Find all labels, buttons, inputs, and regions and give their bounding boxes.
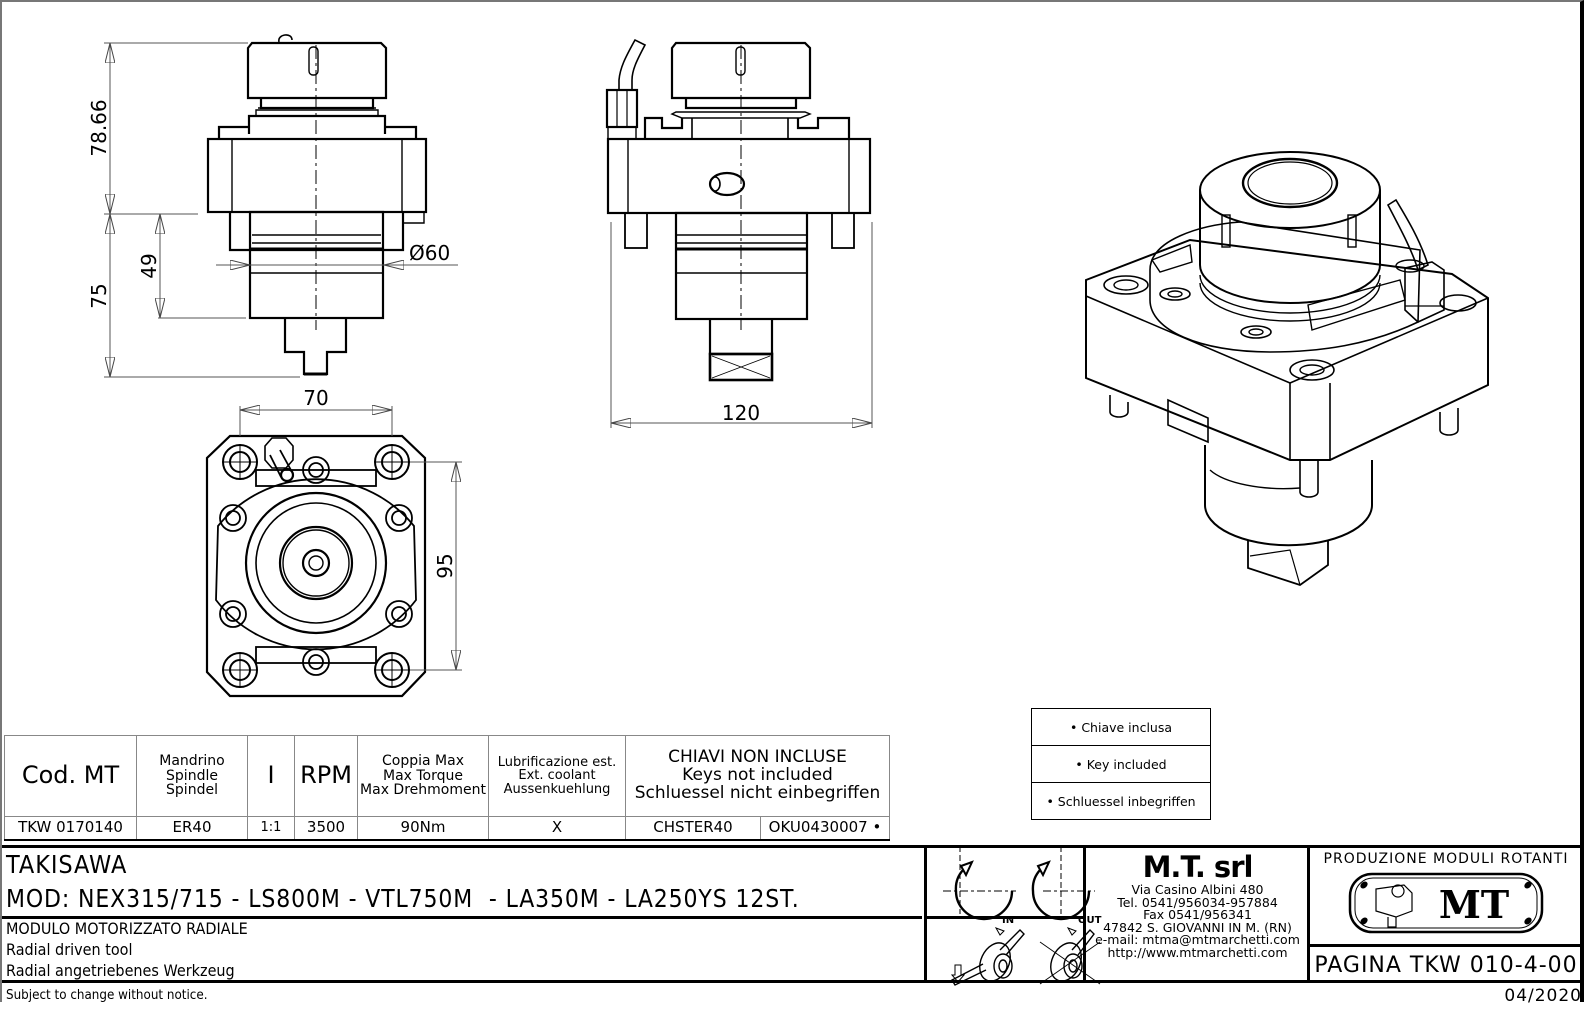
plan-view-centerlines <box>222 444 410 688</box>
front-view-dimensions <box>104 42 458 378</box>
isometric-view <box>1085 151 1489 586</box>
title-block: TAKISAWA MOD: NEX315/715 - LS800M - VTL7… <box>2 845 1582 983</box>
company-tel: Tel. 0541/956034-957884 <box>1117 894 1278 910</box>
dim-diameter: Ø60 <box>409 241 450 265</box>
rotation-out-label: OUT <box>1078 915 1102 926</box>
header-ratio: I <box>247 735 295 817</box>
legend-item: • Key included <box>1032 746 1210 783</box>
cell-spindle: ER40 <box>136 816 248 841</box>
dim-height-plan: 95 <box>433 553 457 578</box>
description-en: Radial driven tool <box>6 940 133 959</box>
tool-icon <box>1375 884 1413 928</box>
cell-rpm: 3500 <box>294 816 358 841</box>
cell-code: TKW 0170140 <box>4 816 137 841</box>
machine-models: MOD: NEX315/715 - LS800M - VTL750M - LA3… <box>6 884 800 913</box>
rotation-in-icon <box>943 846 1016 921</box>
header-keys: CHIAVI NON INCLUSE Keys not included Sch… <box>625 735 890 817</box>
page-code: PAGINA TKW 010-4-00 <box>1310 944 1582 986</box>
spec-table: Cod. MT Mandrino Spindle Spindel I RPM C… <box>4 735 890 841</box>
header-spindle: Mandrino Spindle Spindel <box>136 735 248 817</box>
rotation-icons-cell <box>924 848 1086 983</box>
company-email[interactable]: e-mail: mtma@mtmarchetti.com <box>1095 932 1300 947</box>
dim-height-bottom: 75 <box>87 283 111 308</box>
dim-spindle-length: 49 <box>137 253 161 278</box>
legend-item: • Chiave inclusa <box>1032 709 1210 746</box>
cell-torque: 90Nm <box>357 816 489 841</box>
mt-logo: MT <box>1348 872 1544 934</box>
front-view <box>206 34 428 376</box>
drawing-frame <box>0 0 1584 1002</box>
dim-width-side: 120 <box>722 401 760 425</box>
logo-caption: PRODUZIONE MODULI ROTANTI <box>1323 851 1569 867</box>
company-website[interactable]: http://www.mtmarchetti.com <box>1107 944 1288 960</box>
description-de: Radial angetriebenes Werkzeug <box>6 961 235 980</box>
revision-date: 04/2020 <box>1504 986 1582 1006</box>
header-code: Cod. MT <box>4 735 137 817</box>
cell-coolant: X <box>488 816 626 841</box>
company-info: M.T. srl Via Casino Albini 480 Tel. 0541… <box>1088 848 1310 983</box>
header-torque: Coppia Max Max Torque Max Drehmoment <box>357 735 489 817</box>
company-city: 47842 S. GIOVANNI IN M. (RN) <box>1103 919 1292 935</box>
cell-ratio: 1:1 <box>247 816 295 841</box>
cell-key1: CHSTER40 <box>625 816 761 841</box>
company-address: Via Casino Albini 480 <box>1131 882 1264 897</box>
dim-height-top: 78.66 <box>87 99 111 156</box>
legend-item: • Schluessel inbegriffen <box>1046 793 1196 809</box>
company-fax: Fax 0541/956341 <box>1143 907 1252 922</box>
company-name: M.T. srl <box>1142 850 1254 884</box>
logo-text: MT <box>1439 882 1509 927</box>
keys-legend: • Chiave inclusa • Key included • Schlue… <box>1031 708 1211 820</box>
title-block-info: TAKISAWA MOD: NEX315/715 - LS800M - VTL7… <box>2 848 922 983</box>
logo-cell: PRODUZIONE MODULI ROTANTI MT PAGINA TKW … <box>1310 848 1582 983</box>
machine-brand: TAKISAWA <box>6 850 128 879</box>
dim-width-front: 70 <box>303 386 328 410</box>
divider <box>927 916 1083 919</box>
rotation-in-label: IN <box>1002 915 1014 926</box>
description-it: MODULO MOTORIZZATO RADIALE <box>6 919 248 938</box>
divider <box>2 916 922 919</box>
change-notice: Subject to change without notice. <box>6 988 208 1003</box>
cell-key2: OKU0430007 • <box>760 816 890 841</box>
header-rpm: RPM <box>294 735 358 817</box>
side-view-dimensions <box>610 222 873 428</box>
header-coolant: Lubrificazione est. Ext. coolant Aussenk… <box>488 735 626 817</box>
side-view <box>605 38 872 382</box>
plan-view <box>205 434 427 698</box>
plan-view-dimensions <box>239 406 462 671</box>
